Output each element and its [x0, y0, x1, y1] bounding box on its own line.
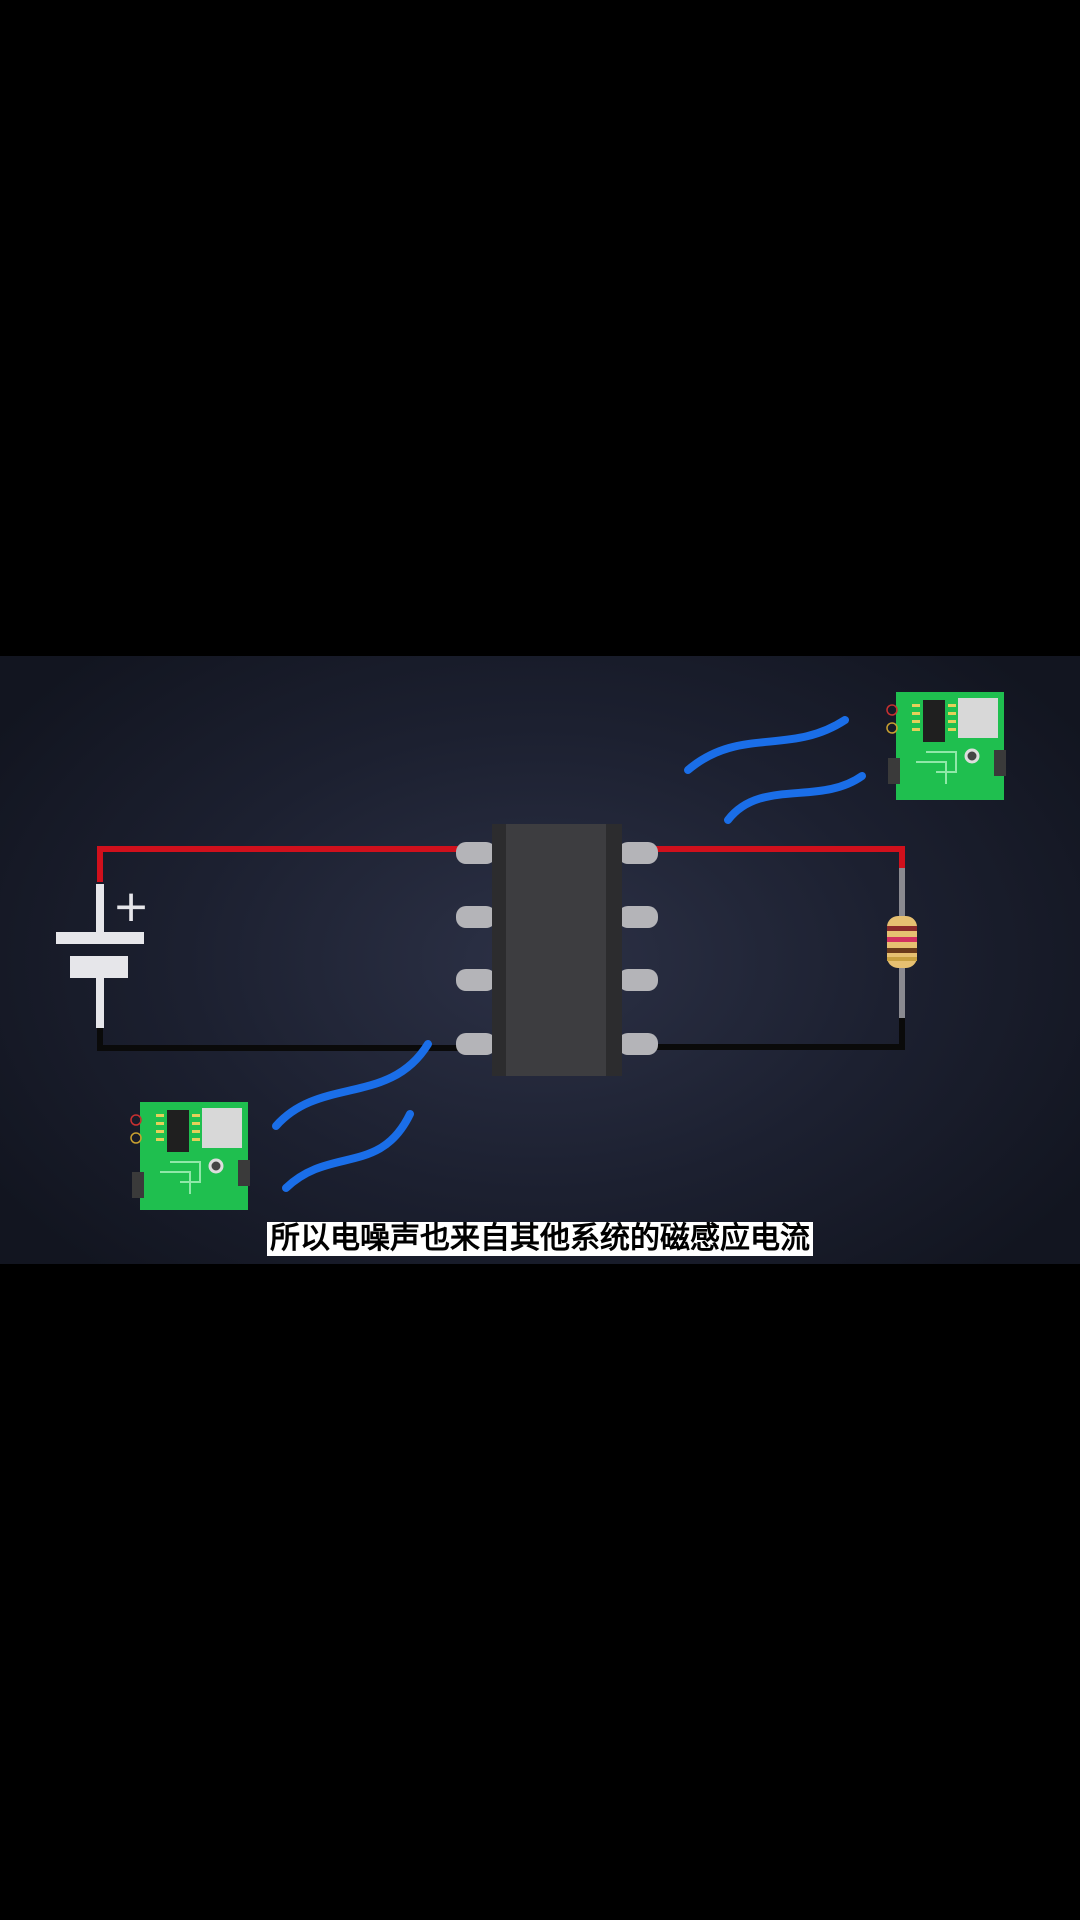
ic-chip-icon — [456, 824, 658, 1076]
video-frame[interactable]: + — [0, 656, 1080, 1264]
circuit-diagram: + — [56, 692, 1006, 1210]
noise-wave-icon — [272, 716, 866, 1192]
pcb-board-icon — [886, 692, 1006, 800]
negative-wire — [97, 1018, 905, 1051]
pcb-board-icon — [130, 1102, 250, 1210]
battery-icon — [56, 884, 144, 1028]
battery-plus-label: + — [113, 881, 150, 932]
resistor-icon — [887, 868, 917, 1018]
positive-wire — [97, 846, 905, 882]
subtitle-text: 所以电噪声也来自其他系统的磁感应电流 — [267, 1222, 813, 1256]
subtitle-caption: 所以电噪声也来自其他系统的磁感应电流 — [0, 1222, 1080, 1256]
